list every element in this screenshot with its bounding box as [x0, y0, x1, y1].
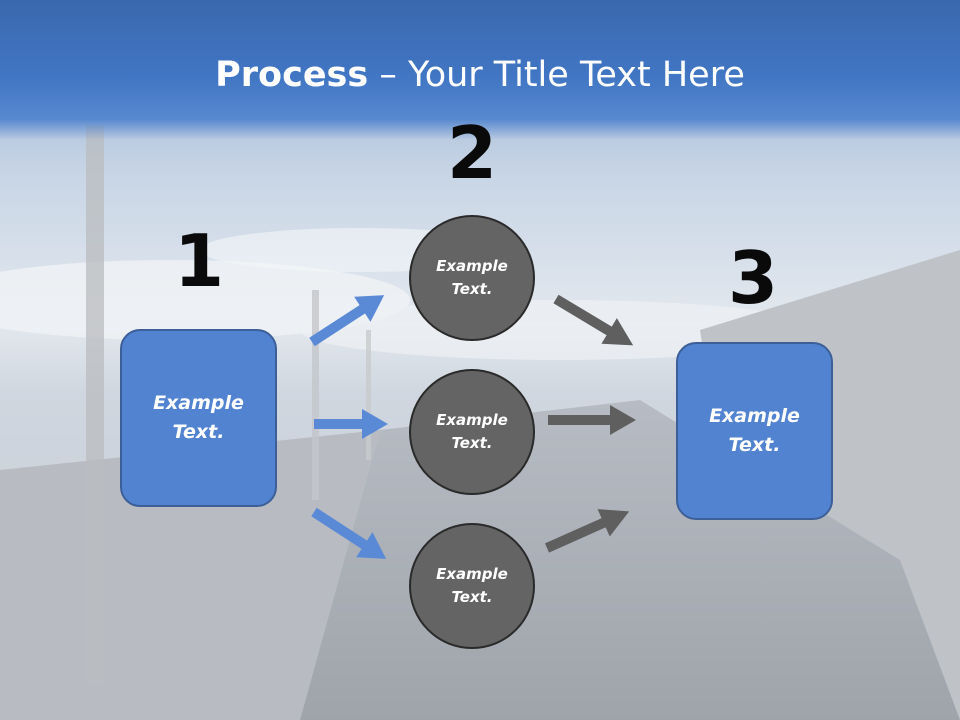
arrow-blue-up: [309, 295, 385, 347]
step-number-3: 3: [727, 236, 779, 320]
circle-middle: Example Text.: [409, 369, 535, 495]
circle-top: Example Text.: [409, 215, 535, 341]
box-right-text: Example Text.: [709, 405, 800, 456]
process-box-left: Example Text.: [120, 329, 277, 507]
arrow-blue-mid: [314, 409, 388, 439]
title-band: [0, 0, 960, 140]
title-rest: – Your Title Text Here: [368, 55, 745, 95]
arrow-gray-down: [553, 294, 634, 346]
step-number-1: 1: [173, 219, 225, 303]
circle-middle-text: Example Text.: [436, 411, 508, 452]
arrow-blue-down: [311, 507, 387, 559]
arrow-gray-up: [544, 509, 630, 553]
step-number-2: 2: [446, 111, 498, 195]
slide-title: Process – Your Title Text Here: [0, 52, 960, 98]
circle-bottom-text: Example Text.: [436, 565, 508, 606]
title-bold: Process: [215, 55, 369, 95]
circle-bottom: Example Text.: [409, 523, 535, 649]
arrow-gray-mid: [548, 405, 636, 435]
circle-top-text: Example Text.: [436, 257, 508, 298]
box-left-text: Example Text.: [153, 392, 244, 443]
process-box-right: Example Text.: [676, 342, 833, 520]
